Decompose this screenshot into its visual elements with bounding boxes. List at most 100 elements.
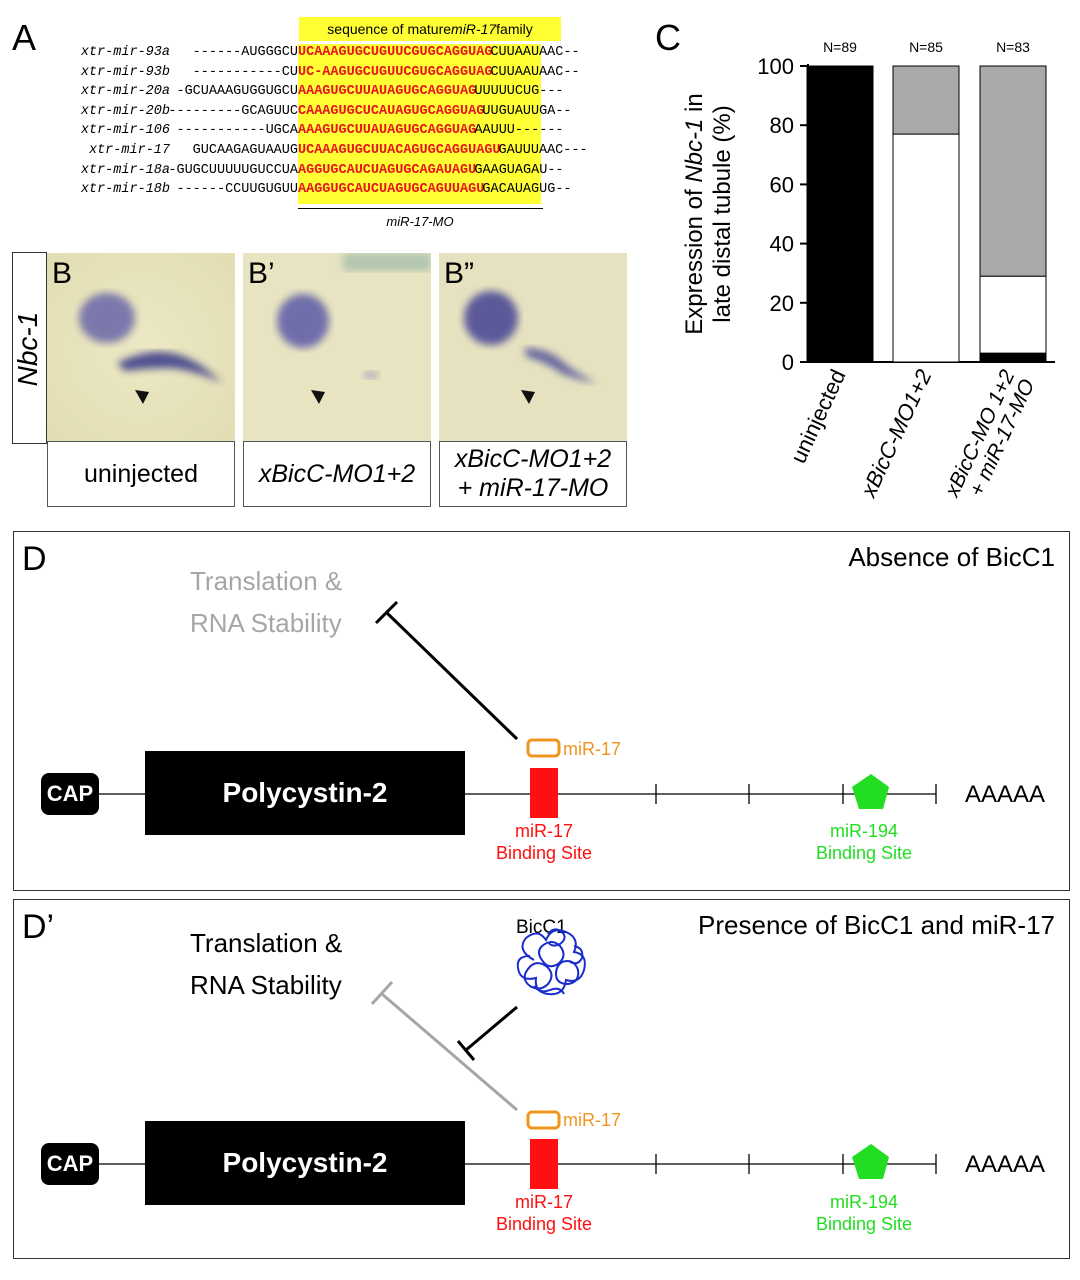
bar-segment xyxy=(979,352,1047,363)
caption-xbicc-mo: xBicC-MO1+2 xyxy=(243,441,431,507)
sequence-prefix: -GCUAAAGUGGUGCU xyxy=(176,84,298,100)
site2-line2-2: Binding Site xyxy=(815,1214,913,1234)
embryo-illustration-1 xyxy=(47,253,235,441)
sequence-prefix: ------CCUUGUGUU xyxy=(176,182,298,198)
regulation-label-d-prime: Translation & RNA Stability xyxy=(190,922,342,1006)
polycystin-2-box-2: Polycystin-2 xyxy=(145,1121,465,1205)
inhibition-bar-gray xyxy=(370,980,394,1006)
bar-segment xyxy=(979,65,1047,277)
caption-3-line1: xBicC-MO1+2 xyxy=(454,445,612,474)
y-label-line1: Expression of Nbc-1 in xyxy=(681,93,708,334)
embryo-illustration-2 xyxy=(243,253,431,441)
sequence-suffix: AAUUU------ xyxy=(474,123,564,139)
y-label-italic: Nbc-1 xyxy=(681,119,708,183)
regulation2-line2: RNA Stability xyxy=(190,970,342,1000)
y-tick-label: 0 xyxy=(782,350,794,375)
mir194-site-label-2: miR-194 Binding Site xyxy=(804,1191,924,1235)
mir17-binding-site xyxy=(530,768,558,818)
site2-line1-2: miR-194 xyxy=(829,1192,899,1212)
panel-a-label: A xyxy=(12,17,37,58)
bicc1-protein-glyph xyxy=(516,928,586,996)
regulation-label-d: Translation & RNA Stability xyxy=(190,560,342,644)
y-label-pre: Expression of xyxy=(681,183,708,335)
arrowhead-1 xyxy=(135,390,149,404)
mir17-label-2: miR-17 xyxy=(563,1110,622,1130)
sequence-suffix: GAAGUAGAU-- xyxy=(474,162,564,178)
caption-3-line2: + miR-17-MO xyxy=(457,474,609,502)
panel-d-prime-box: D’ Presence of BicC1 and miR-17 Translat… xyxy=(13,899,1070,1259)
regulation-line2: RNA Stability xyxy=(190,608,342,638)
category-label-group: xBicC-MO 1+2+ miR-17-MO xyxy=(940,366,1039,501)
cap-label: CAP xyxy=(41,773,99,815)
regulation-line1: Translation & xyxy=(190,566,343,596)
sequence-suffix: UUUUUCUG--- xyxy=(474,84,564,100)
sequence-mature: CAAAGUGCUCAUAGUGCAGGUAG xyxy=(298,103,485,119)
sequence-mature: AGGUGCAUCUAGUGCAGAUAGU xyxy=(298,162,477,178)
header-it: miR-17 xyxy=(451,21,497,37)
sequence-name: xtr-mir-106 xyxy=(80,123,170,139)
sequence-prefix: -GUGCUUUUUGUCCUA xyxy=(168,162,298,178)
header-post: family xyxy=(496,21,533,37)
inhibition-line-gray xyxy=(381,992,518,1112)
y-label-line2: late distal tubule (%) xyxy=(709,105,736,322)
panel-c-label: C xyxy=(655,17,681,58)
image-2-label: B’ xyxy=(248,257,275,290)
category-label: xBicC-MO1+2 xyxy=(855,366,936,502)
mir17-site-label: miR-17 Binding Site xyxy=(484,820,604,864)
mir17-label: miR-17 xyxy=(563,739,622,759)
bicc1-label: BicC1 xyxy=(516,917,567,938)
highlight-band xyxy=(298,44,541,204)
sequence-mature: UCAAAGUGCUGUUCGUGCAGGUAG xyxy=(298,45,493,60)
sequence-name: xtr-mir-17 xyxy=(88,143,170,158)
sequence-name: xtr-mir-18a xyxy=(80,162,170,178)
mir17-orange-box xyxy=(526,738,561,758)
site2-line2: Binding Site xyxy=(815,843,913,863)
sequence-suffix: GAUUUAAC--- xyxy=(498,143,588,158)
bar-outline xyxy=(892,65,960,363)
panel-d-prime-title: Presence of BicC1 and miR-17 xyxy=(698,910,1055,940)
bar-segment xyxy=(892,65,960,135)
inhibition-line xyxy=(384,610,519,741)
sequence-prefix: ------AUGGGCU xyxy=(192,45,298,60)
n-label: N=89 xyxy=(823,39,857,55)
polya-label: AAAAA xyxy=(965,781,1046,808)
category-label: uninjected xyxy=(785,366,850,467)
regulation2-line1: Translation & xyxy=(190,928,343,958)
site-line2-2: Binding Site xyxy=(495,1214,593,1234)
sequence-mature: AAAGUGCUUAUAGUGCAGGUAG xyxy=(298,84,477,100)
sequence-name: xtr-mir-93a xyxy=(80,45,170,60)
panel-d-box: D Absence of BicC1 Translation & RNA Sta… xyxy=(13,531,1070,891)
n-label: N=83 xyxy=(996,39,1030,55)
mir17-orange-box-2 xyxy=(526,1110,561,1130)
nbc1-text: Nbc-1 xyxy=(12,311,43,387)
sequence-prefix: GUCAAGAGUAAUG xyxy=(192,143,298,158)
arrowhead-3 xyxy=(521,390,535,404)
n-label: N=85 xyxy=(909,39,943,55)
sequence-suffix: CUUAAUAAC-- xyxy=(490,45,580,60)
panel-d-title: Absence of BicC1 xyxy=(848,542,1055,572)
panel-d-label: D xyxy=(22,540,47,578)
embryo-image-xbicc-mir17-mo: B” xyxy=(439,253,627,441)
bar-outline xyxy=(806,65,874,363)
embryo-illustration-3 xyxy=(439,253,627,441)
sequence-suffix: CUUAAUAAC-- xyxy=(490,64,580,80)
y-tick-label: 20 xyxy=(770,291,794,316)
bar-segment xyxy=(979,275,1047,354)
panel-d-diagram xyxy=(41,600,937,818)
embryo-image-uninjected: B xyxy=(47,253,235,441)
bar-segment xyxy=(892,133,960,363)
mir194-site-label: miR-194 Binding Site xyxy=(804,820,924,864)
bar-segment xyxy=(806,65,874,363)
sequence-mature: UCAAAGUGCUUACAGUGCAGGUAGU xyxy=(298,143,501,158)
image-1-label: B xyxy=(52,257,73,290)
caption-xbicc-mir17-mo: xBicC-MO1+2 + miR-17-MO xyxy=(439,441,627,507)
sequence-name: xtr-mir-20a xyxy=(80,84,170,100)
sequence-name: xtr-mir-20b xyxy=(80,103,170,119)
y-tick-label: 80 xyxy=(770,113,794,138)
site-line1: miR-17 xyxy=(514,821,573,841)
